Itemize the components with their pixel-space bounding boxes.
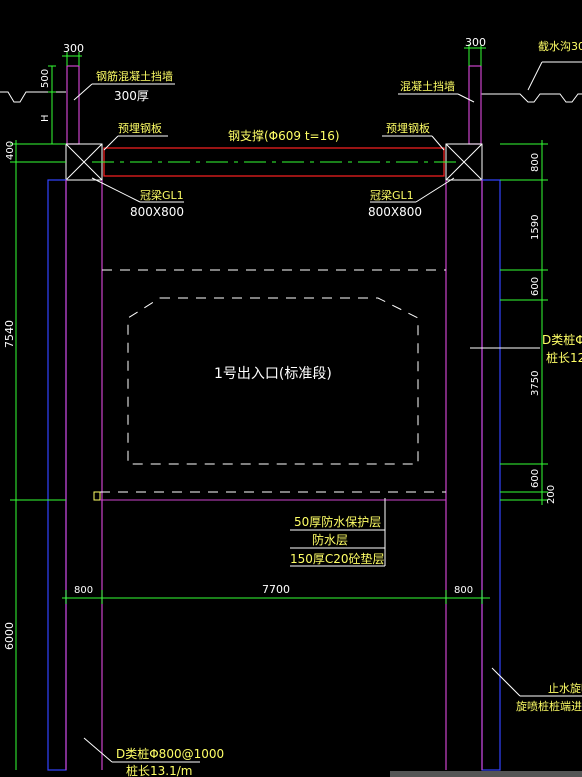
dim-b7700: 7700 [262,583,290,596]
label-embed-left: 预埋钢板 [118,121,162,135]
dim-h: H [40,114,51,122]
dim-b800-left: 800 [74,585,93,596]
label-beam-left: 冠梁GL1 [140,188,184,202]
status-bar-stub [390,771,582,777]
dim-7540: 7540 [3,320,16,348]
label-drain: 截水沟300 [538,39,582,53]
dim-6000: 6000 [3,622,16,650]
label-pile-left-1: D类桩Φ800@1000 [116,746,224,761]
base-slab [93,491,446,501]
dim-500: 500 [40,69,51,88]
label-layer1: 50厚防水保护层 [294,514,381,529]
dim-300-left: 300 [63,42,84,55]
label-wall-left: 钢筋混凝土挡墙 [96,69,173,83]
label-beam-right-size: 800X800 [368,205,422,219]
label-wall-right: 混凝土挡墙 [400,79,455,93]
label-pile-left-2: 桩长13.1/m [126,763,192,777]
leader-lines [73,61,582,763]
entrance-outline [127,297,419,465]
dim-r600b: 600 [530,469,541,488]
label-beam-left-size: 800X800 [130,205,184,219]
label-wall-left-thk: 300厚 [114,89,149,103]
label-strut: 钢支撑(Φ609 t=16) [228,128,340,143]
dim-r600a: 600 [530,277,541,296]
label-beam-right: 冠梁GL1 [370,188,414,202]
label-pile-right-1: D类桩Φ8 [542,332,582,347]
dim-r200: 200 [546,485,557,504]
dim-r800: 800 [530,153,541,172]
pile-inner-lines [65,180,483,770]
label-pile-right-2: 桩长12 [546,350,582,365]
label-waterstop-1: 止水旋喷 [548,681,582,695]
label-layer2: 防水层 [312,532,348,547]
piles [47,179,501,771]
dim-400: 400 [5,141,16,160]
layer-leader [290,498,386,567]
dim-r3750: 3750 [530,371,541,396]
dim-300-right: 300 [465,36,486,49]
ground-profile [0,91,582,103]
dimension-lines [10,44,548,770]
label-waterstop-2: 旋喷桩桩端进入相 [516,699,582,713]
dim-b800-right: 800 [454,585,473,596]
label-entrance: 1号出入口(标准段) [214,366,332,382]
dim-r1590: 1590 [530,215,541,240]
label-embed-right: 预埋钢板 [386,121,430,135]
label-layer3: 150厚C20砼垫层 [290,551,385,566]
